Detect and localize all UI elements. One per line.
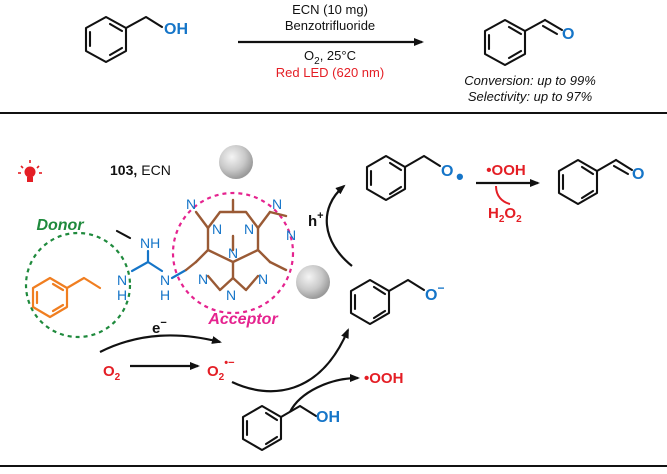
oxidant-temperature-condition: O2, 25°C: [304, 48, 356, 67]
bottom-benzyl-alcohol: OH: [241, 404, 340, 452]
heptazine-core: N N N N N N N N N: [184, 196, 296, 303]
acceptor-label: Acceptor: [207, 311, 278, 328]
product-o-label: O: [562, 26, 574, 43]
catalyst-condition: ECN (10 mg): [292, 2, 368, 17]
oxidation-arrow: [325, 184, 353, 267]
guanidine-linker: NH N H N H: [115, 229, 188, 303]
nh-upper: NH: [140, 235, 160, 251]
deprotonation-arrow: [231, 328, 350, 393]
light-bulb-icon: [18, 160, 42, 182]
ring-n-2: N: [272, 196, 282, 212]
solvent-condition: Benzotrifluoride: [285, 18, 375, 33]
nh-right-h: H: [160, 287, 170, 303]
alkoxide-o: O−: [425, 281, 444, 304]
h2o2-branch: [495, 185, 511, 205]
nh-left-h: H: [117, 287, 127, 303]
hole-label: h+: [308, 210, 324, 230]
hydroperoxyl-label: •OOH: [364, 370, 403, 387]
donor-circle: [24, 231, 132, 339]
mechanism-product-benzaldehyde: O: [557, 158, 644, 206]
ooh-reagent: •OOH: [486, 162, 525, 179]
hydroperoxyl-formation-arrow: [289, 374, 360, 413]
attachment-sphere-top: [219, 145, 253, 179]
h2o2-label: H2O2: [488, 205, 522, 225]
ring-n-6: N: [198, 271, 208, 287]
reactant-oh-label: OH: [164, 21, 188, 38]
electron-label: e−: [152, 317, 167, 337]
light-condition: Red LED (620 nm): [276, 65, 384, 80]
nh-right-n: N: [160, 272, 170, 288]
mechanism-product-o: O: [632, 166, 644, 183]
benzyl-alkoxide: O−: [349, 278, 444, 326]
product-benzaldehyde: O: [483, 18, 574, 67]
nh-left-n: N: [117, 272, 127, 288]
conversion-text: Conversion: up to 99%: [464, 73, 596, 88]
ring-n-3: N: [212, 221, 222, 237]
catalyst-label: 103,ECN: [110, 162, 171, 178]
electron-transfer-arrow: [99, 334, 222, 353]
ring-n-1: N: [186, 196, 196, 212]
donor-label: Donor: [36, 217, 84, 234]
radical-dot: •: [456, 164, 464, 189]
ring-n-5: N: [286, 227, 296, 243]
reactant-benzyl-alcohol: OH: [84, 15, 188, 64]
ring-n-center: N: [228, 245, 238, 261]
bottom-oh-label: OH: [316, 409, 340, 426]
attachment-sphere-right: [296, 265, 330, 299]
benzyloxy-radical: O •: [365, 154, 464, 202]
ring-n-4: N: [244, 221, 254, 237]
acceptor-circle: [171, 191, 295, 315]
ring-n-8: N: [226, 287, 236, 303]
top-reaction: OH ECN (10 mg) Benzotrifluoride O2, 25°C…: [84, 2, 596, 104]
superoxide-label: O2•−: [207, 357, 235, 383]
ring-n-7: N: [258, 271, 268, 287]
selectivity-text: Selectivity: up to 97%: [468, 89, 592, 104]
donor-benzyl-group: [31, 276, 102, 319]
oxygen-label: O2: [103, 363, 121, 383]
radical-o: O: [441, 163, 453, 180]
